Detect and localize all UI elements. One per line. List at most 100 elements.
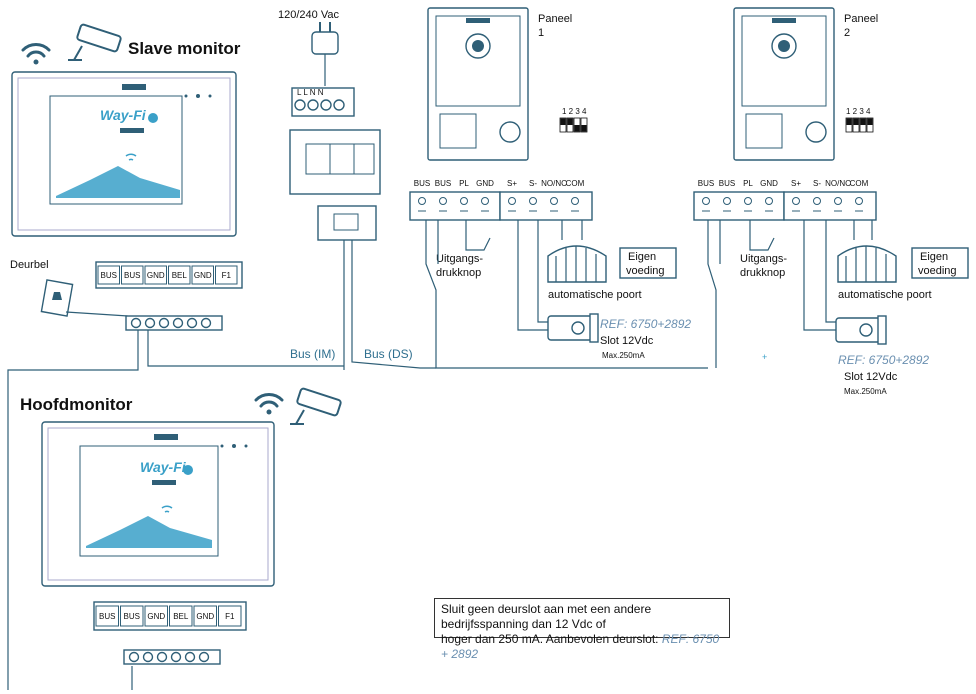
- door-lock-1: [547, 313, 599, 343]
- svg-text:Way-Fi: Way-Fi: [140, 459, 187, 475]
- panel1-term-screw-7: [571, 197, 579, 205]
- own-supply-box-1: [619, 247, 677, 279]
- svg-text:voeding: voeding: [626, 265, 665, 277]
- panel2-term-screw-7: [855, 197, 863, 205]
- main-screw-3: [170, 651, 182, 663]
- bus-wiring: [7, 220, 873, 690]
- main-terminal-bus-0: BUS: [99, 612, 115, 621]
- panel1-term-screw-5: [529, 197, 537, 205]
- note-line-2: hoger dan 250 mA. Aanbevolen deurslot: R…: [441, 632, 720, 661]
- own-supply-box-2: [911, 247, 969, 279]
- panel2-term-label-4: S+: [791, 179, 801, 188]
- main-terminal-f1-5: F1: [225, 612, 235, 621]
- wayfi-logo: Way-Fi: [100, 107, 147, 123]
- slave-terminal-gnd-4: GND: [194, 271, 212, 280]
- camera-icon-main: [290, 387, 342, 425]
- slave-terminal-bel-3: BEL: [172, 271, 188, 280]
- panel2-term-screw-4: [792, 197, 800, 205]
- panel2-term-label-5: S-: [813, 179, 821, 188]
- doorbell-icon: [40, 279, 74, 317]
- doorbell-label: Deurbel: [10, 259, 49, 271]
- panel1-term-screw-0: [418, 197, 426, 205]
- note-line-1: Sluit geen deurslot aan met een andere b…: [441, 602, 652, 631]
- slave-screw-0: [130, 317, 142, 329]
- panel1-term-label-5: S-: [529, 179, 537, 188]
- panel1-number: 1: [538, 27, 544, 39]
- svg-text:+: +: [762, 352, 767, 362]
- main-screw-0: [128, 651, 140, 663]
- main-terminal-bus-1: BUS: [124, 612, 140, 621]
- camera-icon: [68, 23, 122, 61]
- main-screw-5: [198, 651, 210, 663]
- gate-icon-2: [837, 245, 897, 283]
- slave-screw-5: [200, 317, 212, 329]
- panel2-term-label-7: COM: [850, 179, 869, 188]
- panel1-label: Paneel: [538, 13, 572, 25]
- panel2-term-label-0: BUS: [698, 179, 714, 188]
- panel1-term-screw-3: [481, 197, 489, 205]
- wifi-icon: [21, 43, 51, 65]
- panel2-term-label-1: BUS: [719, 179, 735, 188]
- main-terminal-bel-3: BEL: [173, 612, 189, 621]
- slave-screw-3: [172, 317, 184, 329]
- exit-button-label-2b: drukknop: [740, 267, 785, 279]
- power-label: 120/240 Vac: [278, 9, 339, 21]
- slave-screw-4: [186, 317, 198, 329]
- panel1-term-screw-2: [460, 197, 468, 205]
- panel1-term-screw-1: [439, 197, 447, 205]
- ref-label-1: REF: 6750+2892: [600, 317, 691, 331]
- panel1-term-label-6: NO/NC: [541, 179, 567, 188]
- bus-im-label: Bus (IM): [290, 347, 335, 361]
- dip2-numbers: 1 2 3 4: [846, 107, 871, 116]
- panel2-term-screw-5: [813, 197, 821, 205]
- lock-label-1: Slot 12Vdc: [600, 335, 654, 347]
- bus-ds-label: Bus (DS): [364, 347, 413, 361]
- dip-switch-panel2: [845, 117, 874, 133]
- main-screw-4: [184, 651, 196, 663]
- door-lock-2: [835, 315, 887, 345]
- panel1-term-label-7: COM: [566, 179, 585, 188]
- wifi-icon-main: [254, 393, 284, 415]
- max-label-1: Max.250mA: [602, 351, 645, 360]
- main-terminal-gnd-4: GND: [196, 612, 214, 621]
- panel1-term-label-0: BUS: [414, 179, 430, 188]
- slave-terminal-bus-1: BUS: [124, 271, 140, 280]
- panel2-term-screw-6: [834, 197, 842, 205]
- ref-label-2: REF: 6750+2892: [838, 353, 929, 367]
- exit-button-label-2a: Uitgangs-: [740, 253, 787, 265]
- main-monitor: Way-Fi: [41, 421, 275, 587]
- panel1-term-label-4: S+: [507, 179, 517, 188]
- note-ref: REF: 6750 + 2892: [441, 632, 720, 661]
- door-panel-2: [733, 7, 835, 161]
- dip1-numbers: 1 2 3 4: [562, 107, 587, 116]
- panel1-term-label-2: PL: [459, 179, 469, 188]
- svg-text:L L N N: L L N N: [297, 88, 324, 97]
- svg-text:Eigen: Eigen: [628, 251, 656, 263]
- panel1-term-screw-6: [550, 197, 558, 205]
- slave-monitor: Way-Fi: [11, 71, 237, 237]
- panel2-term-label-3: GND: [760, 179, 778, 188]
- warning-note: Sluit geen deurslot aan met een andere b…: [434, 598, 730, 661]
- panel2-term-label-2: PL: [743, 179, 753, 188]
- panel1-term-label-1: BUS: [435, 179, 451, 188]
- slave-screw-1: [144, 317, 156, 329]
- gate-label-2: automatische poort: [838, 289, 932, 301]
- svg-text:voeding: voeding: [918, 265, 957, 277]
- gate-label-1: automatische poort: [548, 289, 642, 301]
- main-monitor-title: Hoofdmonitor: [20, 395, 133, 414]
- slave-monitor-title: Slave monitor: [128, 39, 241, 58]
- exit-button-label-1a: Uitgangs-: [436, 253, 483, 265]
- panel1-term-label-3: GND: [476, 179, 494, 188]
- slave-terminal-f1-5: F1: [222, 271, 232, 280]
- main-terminal-gnd-2: GND: [147, 612, 165, 621]
- panel2-term-label-6: NO/NC: [825, 179, 851, 188]
- gate-icon-1: [547, 245, 607, 283]
- power-supply-unit: L L N N: [289, 87, 381, 241]
- panel2-number: 2: [844, 27, 850, 39]
- slave-screw-2: [158, 317, 170, 329]
- power-plug-icon: [311, 22, 339, 55]
- slave-terminal-bus-0: BUS: [101, 271, 117, 280]
